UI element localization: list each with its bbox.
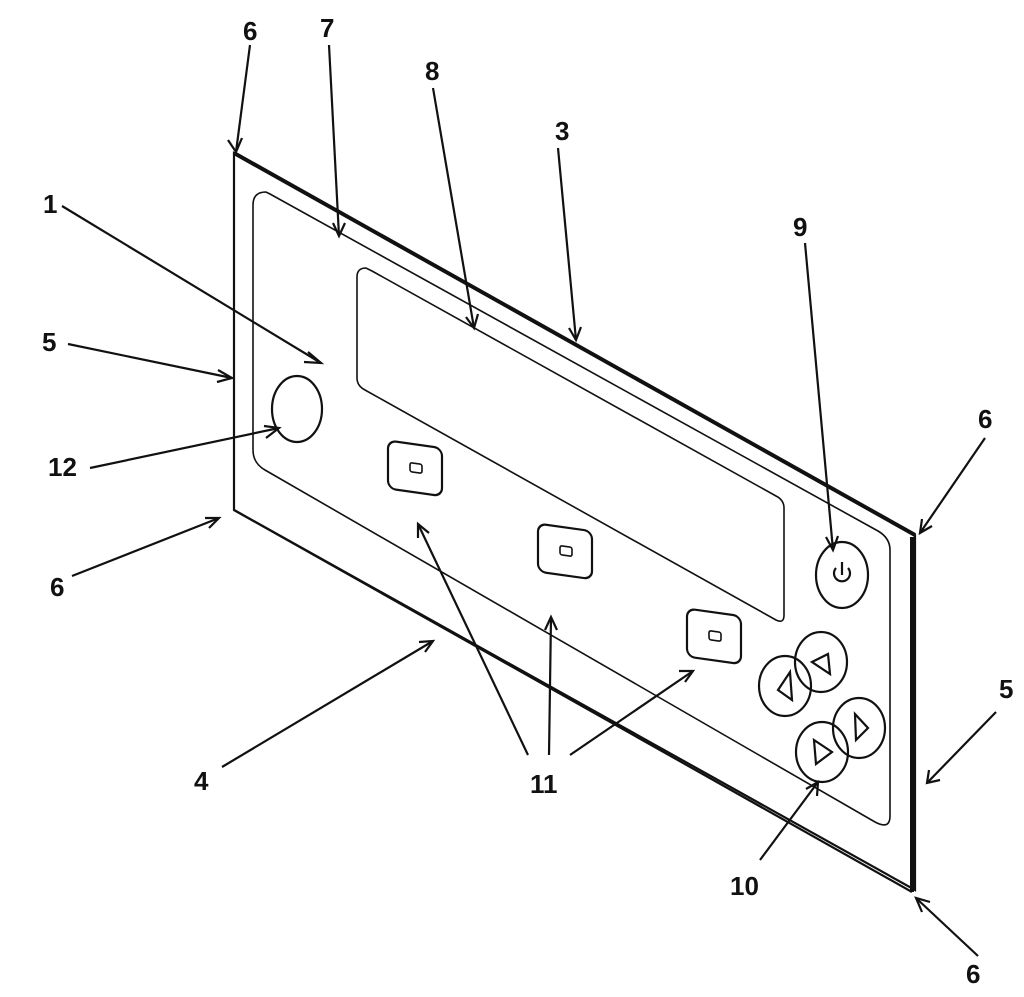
leader-8: [431, 87, 476, 329]
leader-1: [61, 205, 322, 364]
soft-key-2[interactable]: [536, 523, 594, 580]
label-5-left: 5: [42, 327, 56, 357]
direction-pad: [757, 630, 887, 784]
leader-4: [221, 640, 434, 768]
control-panel: [232, 151, 917, 893]
power-button[interactable]: [814, 540, 870, 610]
leader-10: [759, 781, 819, 861]
label-5-right: 5: [999, 674, 1013, 704]
power-icon: [832, 562, 852, 583]
label-4: 4: [194, 766, 209, 796]
leader-6-right: [919, 437, 986, 534]
label-7: 7: [320, 13, 334, 43]
label-6-bottom-right: 6: [966, 959, 980, 989]
label-6-right: 6: [978, 404, 992, 434]
leader-6-bottom-right: [915, 897, 979, 957]
label-6-bottom-left: 6: [50, 572, 64, 602]
display-window: [356, 267, 785, 622]
round-indicator: [270, 374, 324, 444]
leader-lines: [61, 44, 997, 957]
label-10: 10: [730, 871, 759, 901]
label-6-top-left: 6: [243, 16, 257, 46]
up-arrow-icon: [809, 652, 832, 677]
leader-6-bottom-left: [71, 516, 220, 578]
dpad-left-button[interactable]: [757, 654, 813, 718]
soft-key-3[interactable]: [685, 608, 743, 665]
leader-6-top-left: [234, 44, 252, 153]
panel-top-edge: [233, 151, 916, 537]
leader-5-right: [926, 711, 997, 784]
inner-border: [252, 191, 891, 826]
left-arrow-icon: [776, 668, 794, 703]
label-1: 1: [43, 189, 57, 219]
leader-5-left: [67, 342, 233, 380]
label-11: 11: [530, 769, 558, 799]
label-3: 3: [555, 116, 569, 146]
leader-12: [89, 426, 280, 470]
dpad-down-button[interactable]: [794, 720, 850, 784]
leader-9: [803, 242, 835, 551]
leader-11-a: [417, 523, 529, 756]
dpad-right-button[interactable]: [831, 696, 887, 760]
leader-7: [327, 44, 341, 237]
leader-11-c: [569, 670, 694, 756]
leader-3: [556, 147, 578, 341]
dpad-up-button[interactable]: [793, 630, 849, 694]
down-arrow-icon: [812, 737, 834, 767]
label-9: 9: [793, 212, 807, 242]
reference-numerals: 6 7 8 3 1 5 12 9 6 6 4 11 5 10 6: [42, 13, 1013, 989]
soft-key-1[interactable]: [386, 440, 444, 497]
panel-bottom-edge: [233, 509, 913, 893]
right-arrow-icon: [853, 711, 870, 743]
label-8: 8: [425, 56, 439, 86]
label-12: 12: [48, 452, 77, 482]
leader-11-b: [547, 616, 553, 756]
